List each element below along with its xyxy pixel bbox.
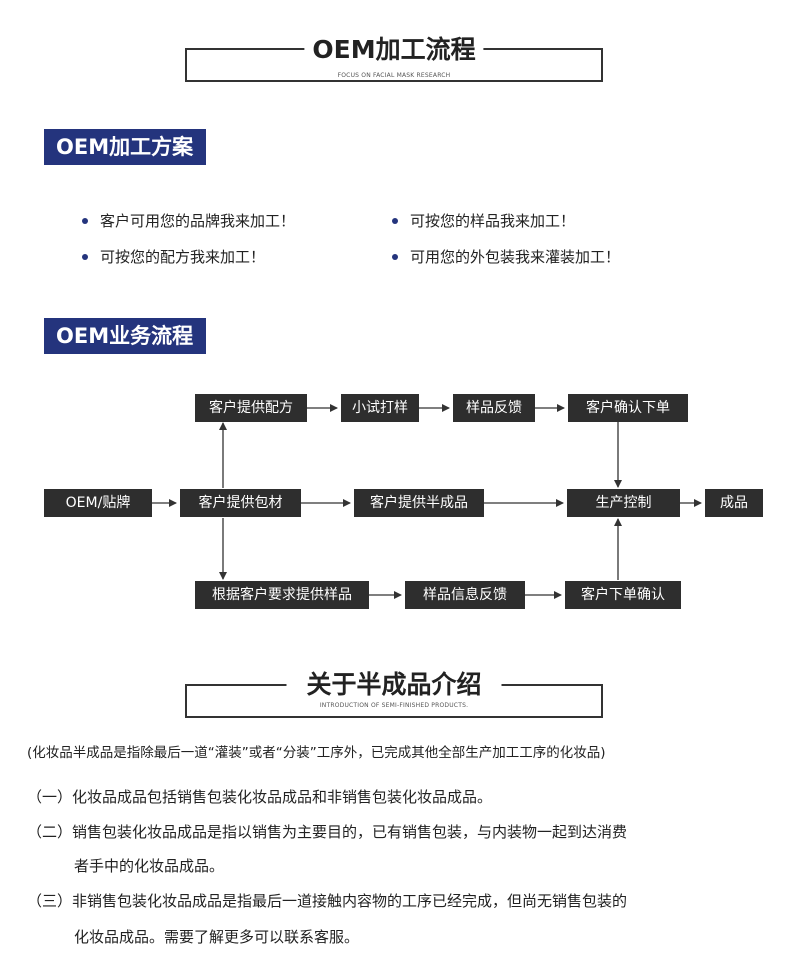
bullet-dot-icon [82, 253, 88, 260]
flow-box-sample-feedback: 样品反馈 [453, 394, 535, 422]
paragraph-3-line-2: 化妆品成品。需要了解更多可以联系客服。 [74, 928, 360, 946]
page-subtitle: FOCUS ON FACIAL MASK RESEARCH [337, 72, 451, 79]
paragraph-2-line-1: （二）销售包装化妆品成品是指以销售为主要目的，已有销售包装，与内装物一起到达消费 [27, 823, 628, 841]
title-frame-semi: 关于半成品介绍 INTRODUCTION OF SEMI-FINISHED PR… [185, 665, 603, 718]
flow-box-place-order-confirm: 客户下单确认 [565, 581, 681, 609]
section-subtitle-semi: INTRODUCTION OF SEMI-FINISHED PRODUCTS. [319, 702, 469, 709]
flow-box-provide-semi: 客户提供半成品 [354, 489, 484, 517]
section-title-flow: OEM业务流程 [44, 318, 207, 354]
section-title-semi: 关于半成品介绍 [286, 665, 502, 701]
flow-box-production: 生产控制 [567, 489, 680, 517]
flow-box-sample-info-feedback: 样品信息反馈 [405, 581, 525, 609]
list-item: 客户可用您的品牌我来加工！ [82, 210, 295, 231]
flow-box-confirm-order: 客户确认下单 [568, 394, 688, 422]
page-title: OEM加工流程 [304, 30, 484, 66]
paragraph-1: （一）化妆品成品包括销售包装化妆品成品和非销售包装化妆品成品。 [27, 788, 493, 806]
flow-box-make-sample: 根据客户要求提供样品 [195, 581, 369, 609]
flow-box-finished: 成品 [705, 489, 763, 517]
flow-box-oem: OEM/贴牌 [44, 489, 152, 517]
title-frame-process: OEM加工流程 FOCUS ON FACIAL MASK RESEARCH [185, 30, 603, 82]
flow-box-small-trial: 小试打样 [341, 394, 419, 422]
paragraph-2-line-2: 者手中的化妆品成品。 [74, 857, 225, 875]
bullet-dot-icon [82, 217, 88, 224]
list-item: 可按您的配方我来加工！ [82, 246, 265, 267]
bullet-dot-icon [392, 217, 398, 224]
list-item: 可用您的外包装我来灌装加工！ [392, 246, 620, 267]
flow-box-provide-formula: 客户提供配方 [195, 394, 307, 422]
paragraph-3-line-1: （三）非销售包装化妆品成品是指最后一道接触内容物的工序已经完成，但尚无销售包装的 [27, 892, 628, 910]
semi-definition-note: (化妆品半成品是指除最后一道“灌装”或者“分装”工序外，已完成其他全部生产加工工… [27, 745, 606, 761]
flow-box-provide-packaging: 客户提供包材 [180, 489, 301, 517]
section-title-plan: OEM加工方案 [44, 129, 207, 165]
bullet-dot-icon [392, 253, 398, 260]
list-item: 可按您的样品我来加工！ [392, 210, 575, 231]
